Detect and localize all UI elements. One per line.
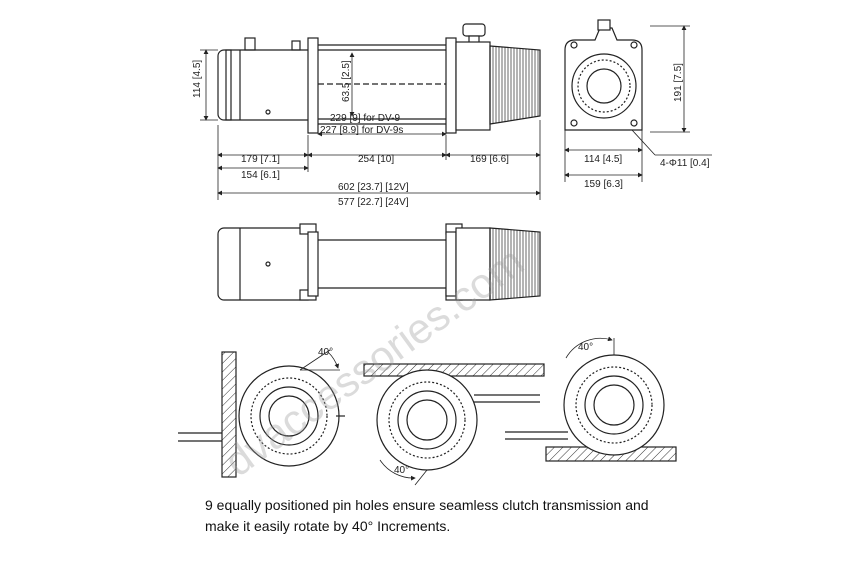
end-view-winch	[564, 19, 643, 131]
drum-length-label: 254 [10]	[358, 154, 394, 165]
side-view-winch	[217, 23, 541, 134]
angle-3-label: 40°	[578, 342, 593, 353]
caption-line-2: make it easily rotate by 40° Increments.	[205, 518, 451, 534]
rotation-view-middle	[363, 363, 545, 486]
height-right-label: 191 [7.5]	[673, 63, 684, 102]
motor-length-label: 179 [7.1]	[241, 154, 280, 165]
angle-1-label: 40°	[318, 347, 333, 358]
dimension-labels: 114 [4.5] 191 [7.5] 63.5 [2.5] 229 [9] f…	[192, 60, 710, 208]
caption: 9 equally positioned pin holes ensure se…	[205, 495, 805, 537]
total-12v-label: 602 [23.7] [12V]	[338, 182, 409, 193]
gear-length-label: 169 [6.6]	[470, 154, 509, 165]
angle-2-label: 40°	[394, 465, 409, 476]
holes-label: 4-Φ11 [0.4]	[660, 158, 710, 169]
rope-dv9-label: 229 [9] for DV-9	[330, 113, 400, 124]
dimension-lines	[200, 25, 712, 200]
total-24v-label: 577 [22.7] [24V]	[338, 197, 409, 208]
drum-height-label: 63.5 [2.5]	[341, 60, 352, 102]
rotation-view-right	[505, 336, 677, 462]
end-width-label: 114 [4.5]	[584, 154, 622, 165]
top-view-winch	[217, 223, 541, 301]
end-width-2-label: 159 [6.3]	[584, 179, 623, 190]
rotation-view-left	[178, 349, 345, 478]
rope-dv9s-label: 227 [8.9] for DV-9s	[320, 125, 403, 136]
motor-length-2-label: 154 [6.1]	[241, 170, 280, 181]
caption-line-1: 9 equally positioned pin holes ensure se…	[205, 497, 649, 513]
height-left-label: 114 [4.5]	[192, 60, 203, 98]
